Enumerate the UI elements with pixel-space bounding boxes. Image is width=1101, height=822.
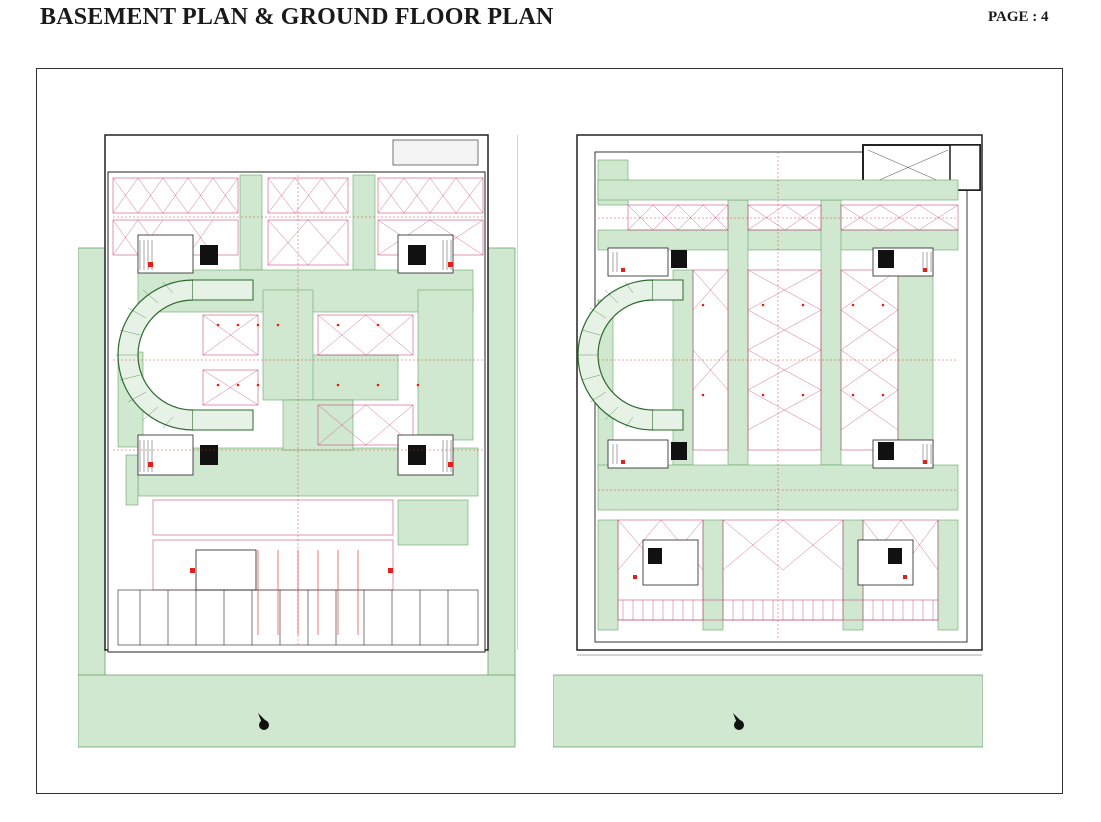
compass-north-icon xyxy=(258,713,269,730)
drawing-sheet-frame xyxy=(36,68,1063,794)
ground-floor-plan-drawing xyxy=(553,134,983,748)
basement-plan-drawing xyxy=(78,134,518,748)
compass-north-icon xyxy=(733,713,744,730)
page-title: BASEMENT PLAN & GROUND FLOOR PLAN xyxy=(40,4,554,30)
ground-floor-plan xyxy=(553,130,983,750)
page-number: PAGE : 4 xyxy=(988,9,1049,25)
basement-plan xyxy=(78,130,518,750)
